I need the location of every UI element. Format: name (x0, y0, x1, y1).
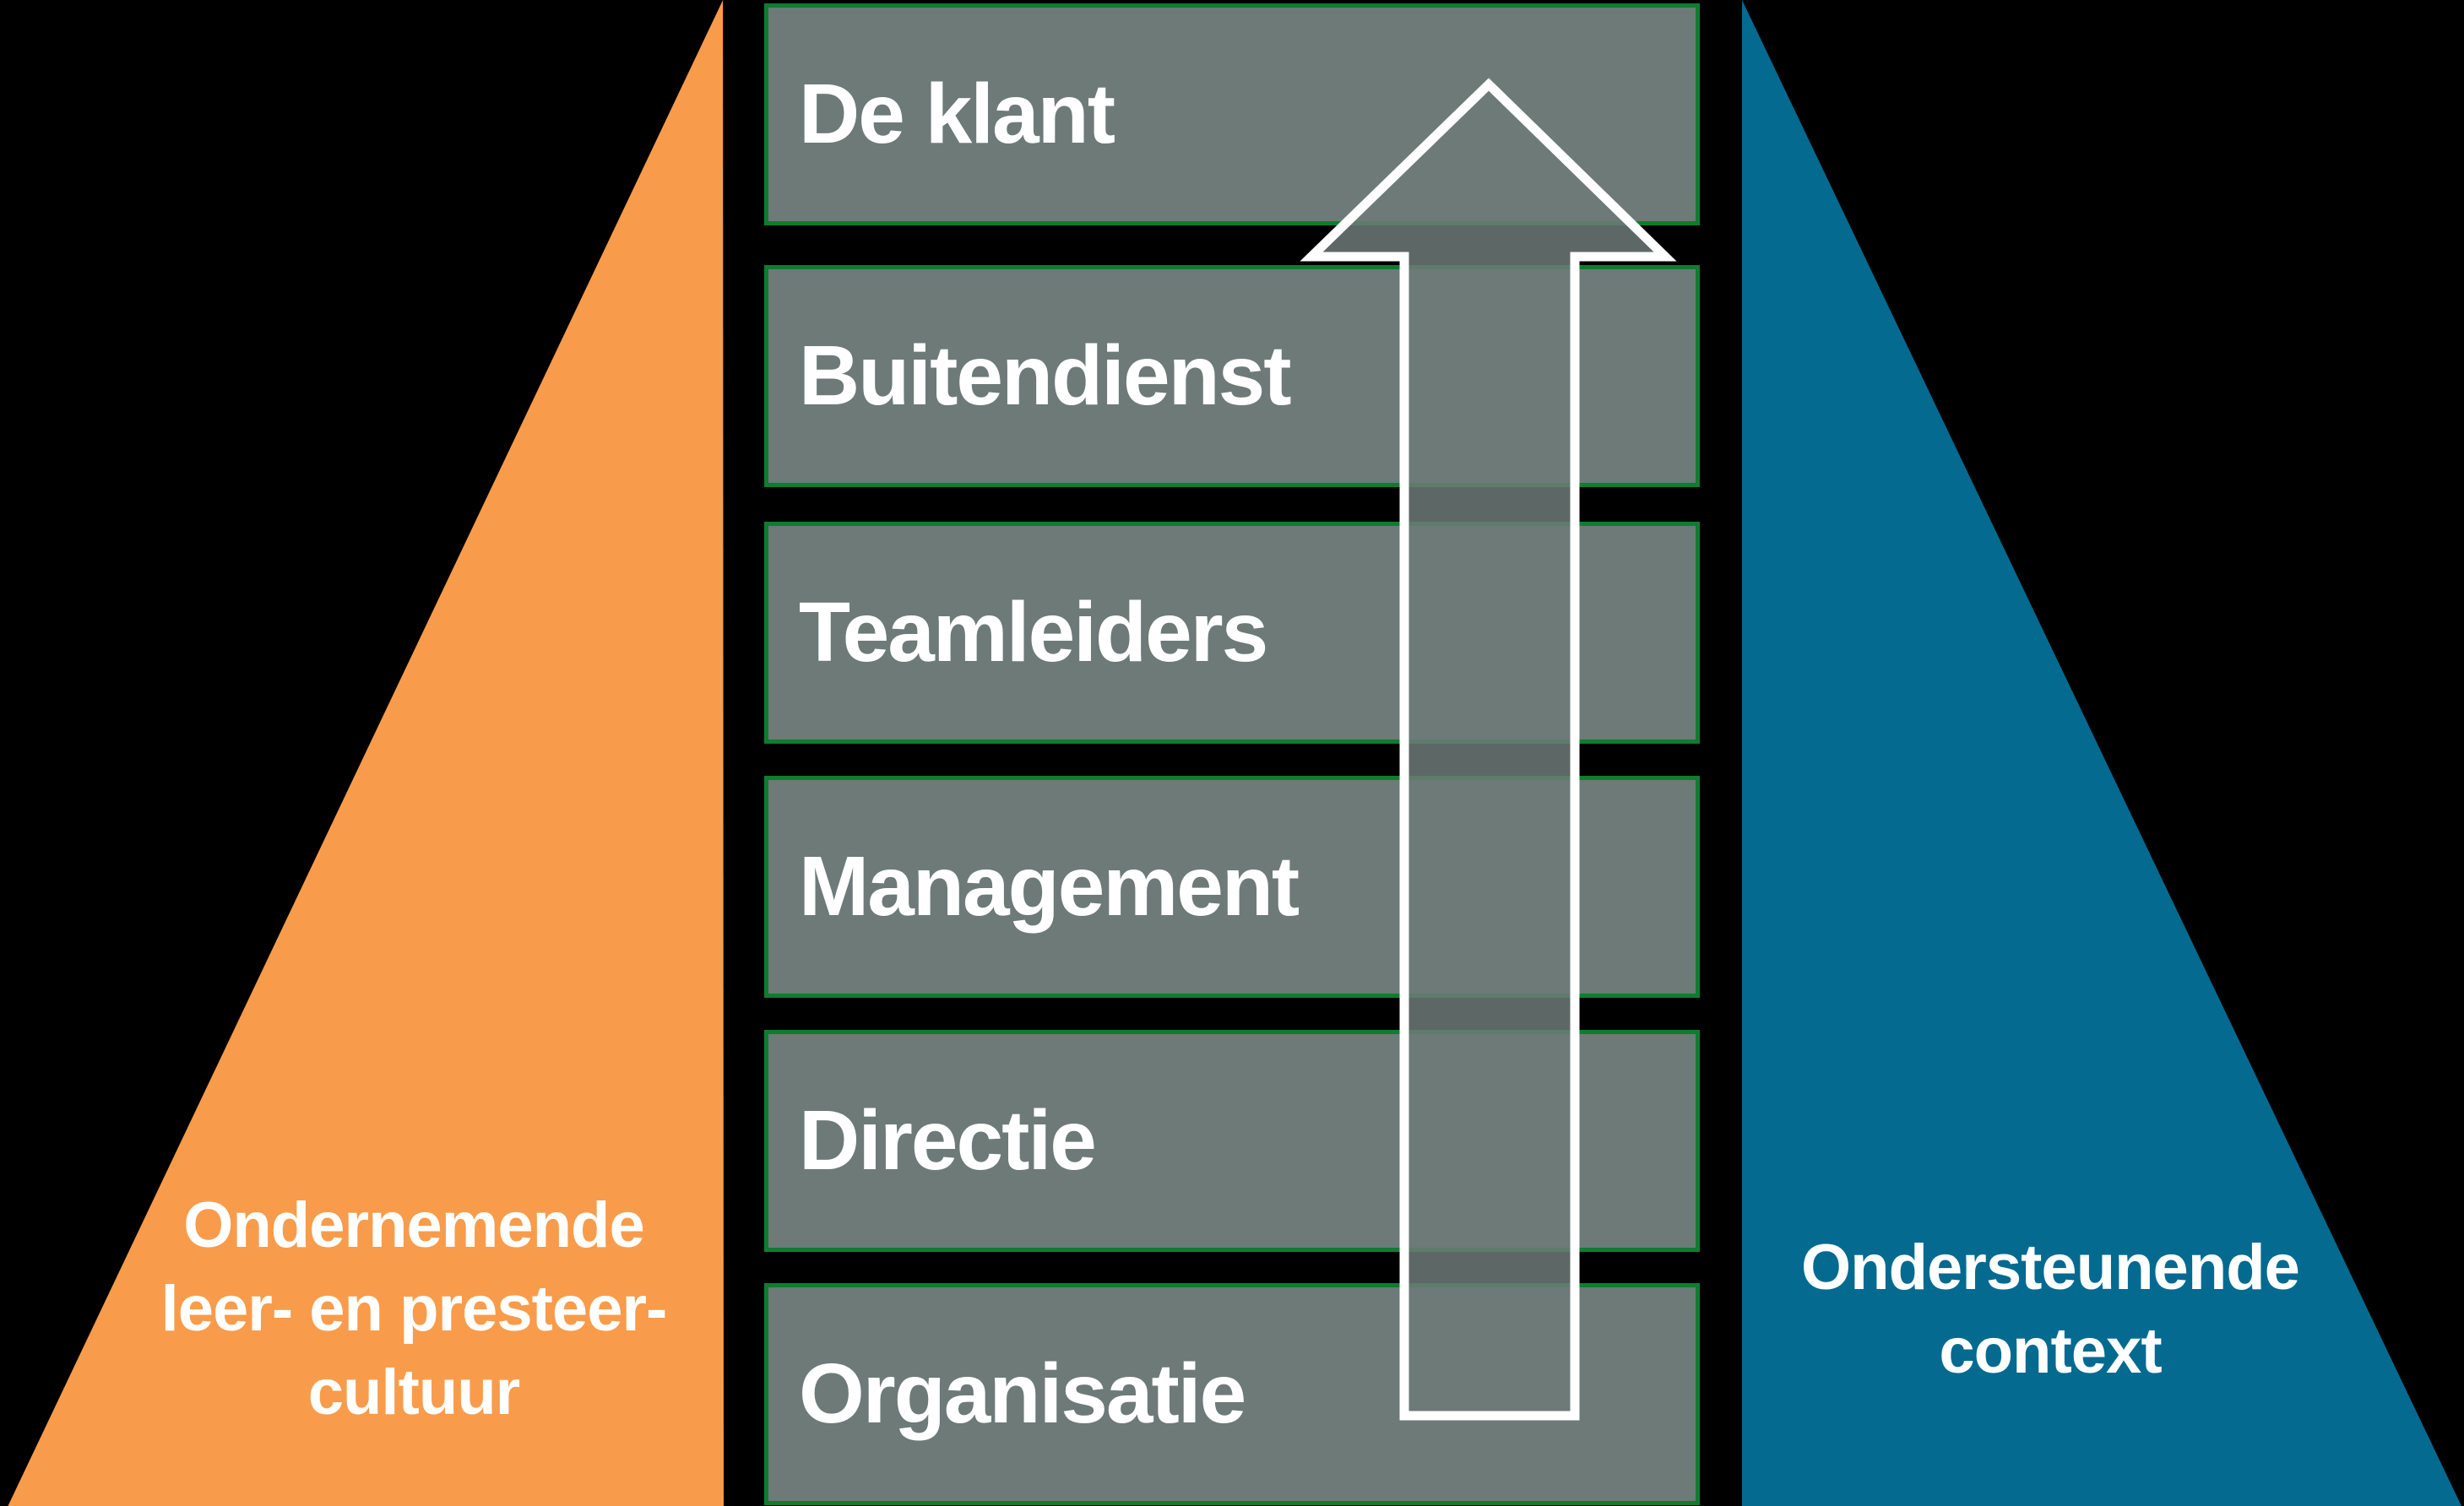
level-label: Management (799, 839, 1300, 934)
level-label: De klant (799, 67, 1115, 161)
left-triangle-label-line2: leer- en presteer- (160, 1273, 668, 1345)
left-triangle-label-line1: Ondernemende (183, 1189, 644, 1261)
right-triangle-label-line1: Ondersteunende (1801, 1232, 2300, 1303)
level-box-management: Management (764, 776, 1700, 998)
level-label: Organisatie (799, 1346, 1246, 1441)
level-box-directie: Directie (764, 1030, 1700, 1252)
left-triangle-label: Ondernemende leer- en presteer- cultuur (110, 1184, 718, 1434)
right-triangle-label: Ondersteunende context (1742, 1226, 2358, 1393)
level-box-organisatie: Organisatie (764, 1283, 1700, 1505)
left-triangle-label-line3: cultuur (307, 1357, 521, 1428)
right-triangle-label-line2: context (1939, 1315, 2162, 1387)
level-box-teamleiders: Teamleiders (764, 522, 1700, 744)
level-box-de-klant: De klant (764, 3, 1700, 225)
level-box-buitendienst: Buitendienst (764, 265, 1700, 487)
level-label: Directie (799, 1093, 1097, 1188)
level-label: Teamleiders (799, 585, 1268, 680)
level-label: Buitendienst (799, 328, 1292, 423)
